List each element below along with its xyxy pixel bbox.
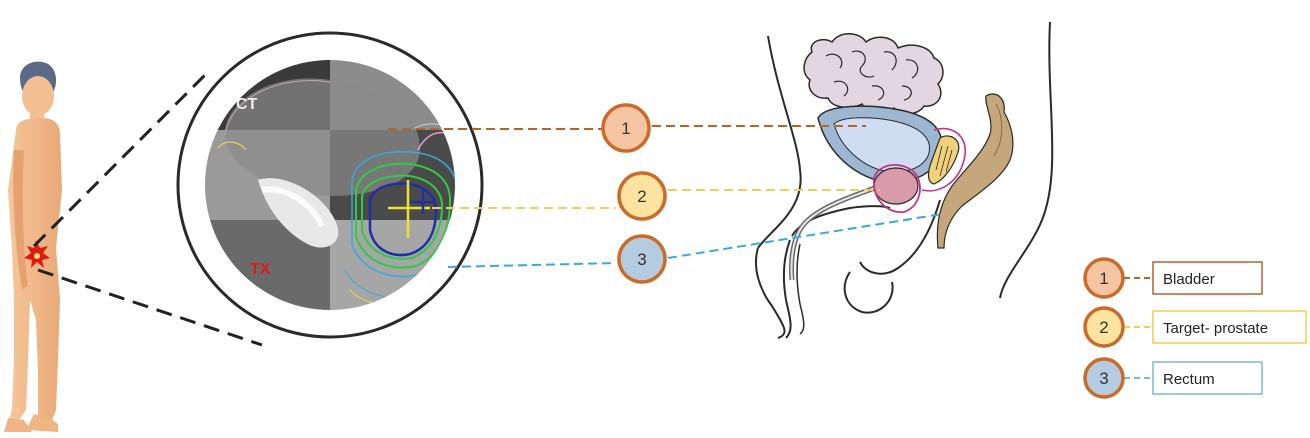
svg-text:1: 1 (621, 119, 630, 138)
ct-scan-circle: CT TX (178, 33, 482, 337)
legend-item-rectum: 3 Rectum (1085, 359, 1262, 397)
marker-3: 3 (619, 236, 665, 282)
svg-text:3: 3 (1099, 369, 1108, 388)
human-figure (4, 62, 62, 432)
marker-2: 2 (619, 173, 665, 219)
svg-text:1: 1 (1099, 269, 1108, 288)
svg-text:2: 2 (1099, 318, 1108, 337)
legend-label-bladder: Bladder (1163, 271, 1215, 288)
legend-label-rectum: Rectum (1163, 371, 1215, 388)
ct-label: CT (236, 96, 258, 113)
pelvic-anatomy-diagram (756, 22, 1052, 338)
tx-label: TX (250, 261, 271, 278)
legend: 1 Bladder 2 Target- prostate 3 Rectum (1085, 259, 1306, 397)
rectum-connector-left (448, 263, 616, 267)
legend-item-bladder: 1 Bladder (1085, 259, 1262, 297)
legend-label-prostate: Target- prostate (1163, 320, 1268, 337)
svg-text:3: 3 (637, 250, 646, 269)
legend-item-prostate: 2 Target- prostate (1085, 308, 1306, 346)
svg-text:2: 2 (637, 187, 646, 206)
marker-1: 1 (603, 105, 649, 151)
